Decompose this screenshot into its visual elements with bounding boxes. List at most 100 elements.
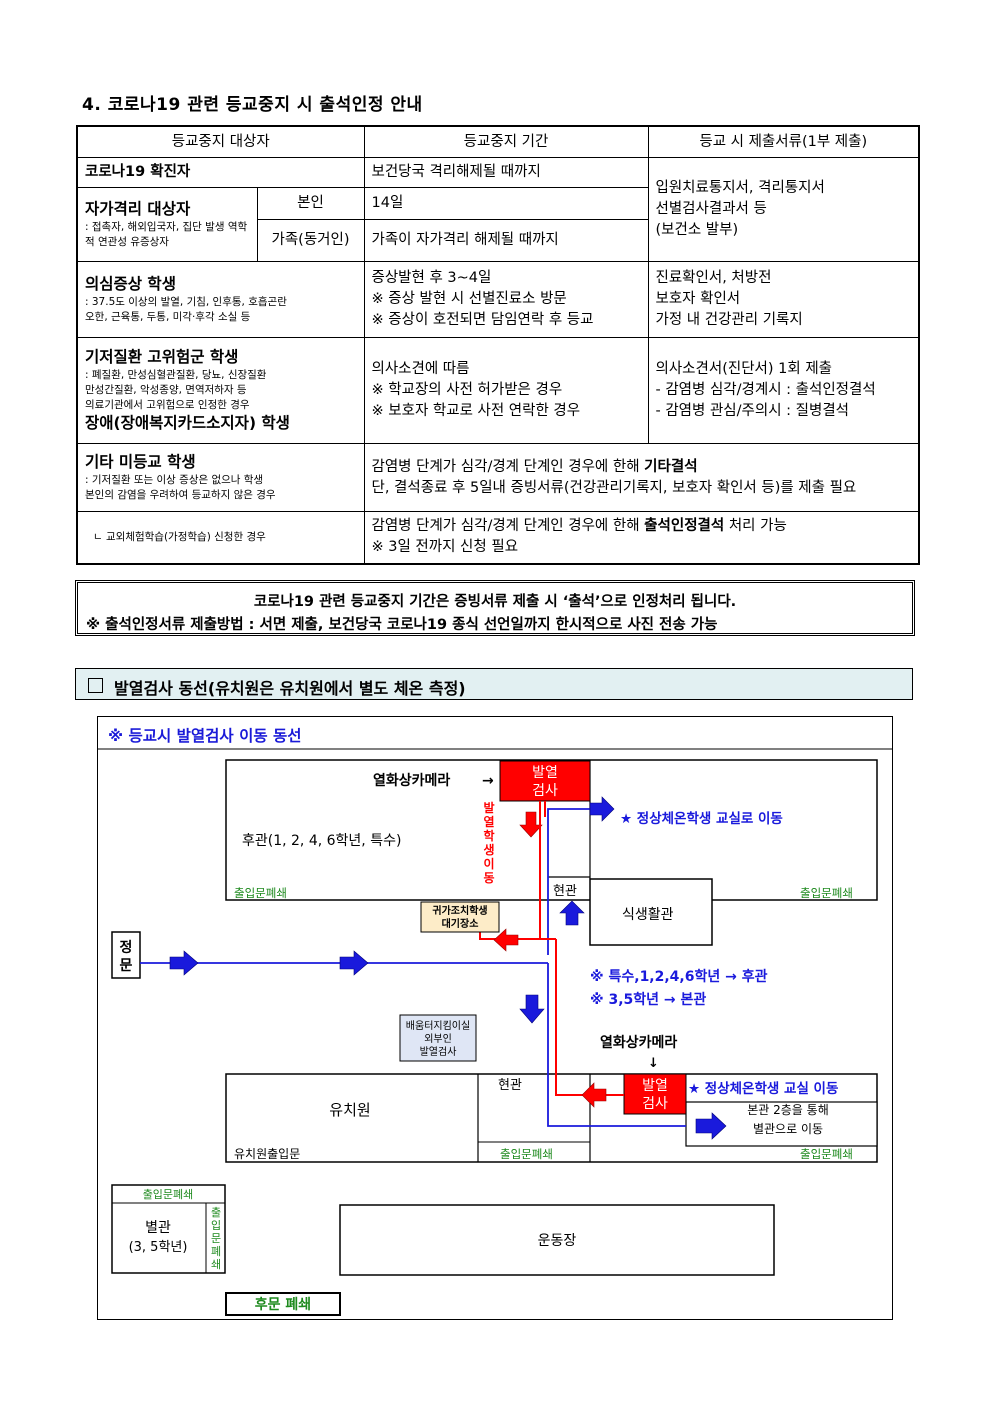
main-gate [111,931,141,979]
svg-text:동: 동 [483,871,494,885]
annex-closed-side: 출 입 문 폐 쇄 [211,1206,221,1271]
svg-text:대기장소: 대기장소 [442,917,479,930]
self-quarantine-cell: 자가격리 대상자 : 접촉자, 해외입국자, 집단 발생 역학적 연관성 유증상… [76,187,258,262]
self-period: 14일 [363,187,649,220]
svg-text:학: 학 [483,828,494,843]
covid-confirmed-period: 보건당국 격리해제될 때까지 [363,157,649,188]
svg-text:귀가조치학생: 귀가조치학생 [432,904,487,917]
notice-line1: 코로나19 관련 등교중지 기간은 증빙서류 제출 시 ‘출석’으로 인정처리 … [253,594,737,610]
fever-check-1 [499,760,591,802]
blue-arrow-down [519,994,545,1024]
self-quarantine-desc: : 접촉자, 해외입국자, 집단 발생 역학적 연관성 유증상자 [85,221,248,248]
svg-text:입: 입 [211,1219,221,1232]
group1-docs: 입원치료통지서, 격리통지서 선별검사결과서 등 (보건소 발부) [647,157,920,262]
svg-text:쇄: 쇄 [211,1258,221,1271]
svg-text:별관: 별관 [145,1220,171,1236]
main-entrance-2: 현관 [498,1078,522,1093]
cafeteria: 식생활관 [622,907,674,923]
high-risk-period: 의사소견에 따름 ※ 학교장의 사전 허가받은 경우 ※ 보호자 학교로 사전 … [363,337,649,444]
family-period: 가족이 자가격리 해제될 때까지 [363,219,649,262]
blue-arrow-up [559,900,585,926]
svg-text:외부인: 외부인 [424,1033,452,1045]
suspected-cell: 의심증상 학생 : 37.5도 이상의 발열, 기침, 인후통, 호흡곤란 오한… [76,261,365,338]
header-docs: 등교 시 제출서류(1부 제출) [647,125,920,158]
fever-check-2 [623,1073,687,1115]
kinder-entrance: 유치원출입문 [234,1147,300,1161]
high-risk-docs: 의사소견서(진단서) 1회 제출 - 감염병 심각/경계시 : 출석인정결석 -… [647,337,920,444]
section-header: 발열검사 동선(유치원은 유치원에서 별도 체온 측정) [75,668,913,700]
other-period: 감염병 단계가 심각/경계 단계인 경우에 한해 기타결석 단, 결석종료 후 … [363,443,920,512]
thermal-camera-2: 열화상카메라 [600,1034,677,1051]
svg-text:문: 문 [211,1232,221,1245]
annex [111,1184,226,1274]
red-arrow-down-1 [519,811,543,838]
outsider-check [399,1014,477,1062]
flow-map-svg: ※ 등교시 발열검사 이동 동선 식생활관 후관(1, 2, 4, 6학년, 특… [98,717,892,1316]
blue-arrow-right-2 [169,950,199,976]
notice-box: 코로나19 관련 등교중지 기간은 증빙서류 제출 시 ‘출석’으로 인정처리 … [75,580,915,636]
normal-move-2: ★ 정상체온학생 교실 이동 [688,1080,838,1097]
playground [339,1204,775,1276]
svg-text:발: 발 [483,800,494,815]
blue-arrow-right-4 [695,1112,727,1140]
entrance-closed-1: 출입문폐쇄 [234,886,287,900]
self-label: 본인 [256,187,365,220]
svg-text:본관 2층을 통해: 본관 2층을 통해 [747,1103,829,1117]
svg-text:문: 문 [120,958,133,974]
attendance-table: 등교중지 대상자 등교중지 기간 등교 시 제출서류(1부 제출) 코로나19 … [76,125,920,565]
cafeteria-box [589,878,713,946]
svg-text:발열: 발열 [532,765,558,781]
entrance-closed-3: 출입문폐쇄 [500,1147,553,1161]
suspected-docs: 진료확인서, 처방전 보호자 확인서 가정 내 건강관리 기록지 [647,261,920,338]
section-title: 발열검사 동선(유치원은 유치원에서 별도 체온 측정) [114,679,466,698]
suspected-period: 증상발현 후 3~4일 ※ 증상 발현 시 선별진료소 방문 ※ 증상이 호전되… [363,261,649,338]
svg-text:운동장: 운동장 [538,1233,577,1249]
svg-text:이: 이 [483,856,494,871]
high-risk-cell: 기저질환 고위험군 학생 : 폐질환, 만성심혈관질환, 당뇨, 신장질환 만성… [76,337,365,444]
field-trip-period: 감염병 단계가 심각/경계 단계인 경우에 한해 출석인정결석 처리 가능 ※ … [363,511,920,564]
svg-text:폐: 폐 [211,1245,221,1258]
svg-text:검사: 검사 [642,1096,668,1112]
svg-text:정: 정 [120,939,133,956]
svg-text:배움터지킴이실: 배움터지킴이실 [406,1020,470,1032]
header-period: 등교중지 기간 [363,125,649,158]
self-quarantine-label: 자가격리 대상자 [85,200,191,218]
svg-text:열: 열 [483,814,494,829]
entrance-closed-2: 출입문폐쇄 [800,886,853,900]
main-entrance-1: 현관 [553,884,577,899]
red-arrow-left-1 [493,928,519,952]
entrance-closed-4: 출입문폐쇄 [800,1147,853,1161]
svg-text:생: 생 [483,842,494,857]
route-1: ※ 특수,1,2,4,6학년 → 후관 [590,968,768,985]
blue-arrow-right-1 [589,796,615,822]
family-label: 가족(동거인) [256,219,365,262]
svg-text:발열: 발열 [642,1078,668,1094]
svg-text:발열검사: 발열검사 [420,1046,457,1058]
field-trip-cell: ㄴ 교외체험학습(가정학습) 신청한 경우 [76,511,365,564]
flow-map: ※ 등교시 발열검사 이동 동선 식생활관 후관(1, 2, 4, 6학년, 특… [97,716,893,1320]
svg-text:별관으로 이동: 별관으로 이동 [753,1122,823,1136]
svg-text:(3, 5학년): (3, 5학년) [129,1240,188,1255]
back-building-label: 후관(1, 2, 4, 6학년, 특수) [242,833,401,849]
fever-student-move: 발 열 학 생 이 동 [483,800,494,885]
blue-arrow-right-3 [339,950,369,976]
rear-gate [225,1292,341,1316]
arrow-down-glyph: ↓ [648,1056,659,1071]
header-target: 등교중지 대상자 [76,125,365,158]
annex-closed-top: 출입문폐쇄 [143,1188,194,1201]
normal-move-1: ★ 정상체온학생 교실로 이동 [620,810,783,827]
kindergarten: 유치원 [329,1101,370,1119]
back-building [225,759,878,901]
checkbox-icon [88,678,103,693]
notice-line2: ※ 출석인정서류 제출방법 : 서면 제출, 보건당국 코로나19 종식 선언일… [86,617,718,633]
waiting-room [420,901,500,933]
map-heading: ※ 등교시 발열검사 이동 동선 [108,726,302,745]
svg-text:후문 폐쇄: 후문 폐쇄 [255,1297,311,1313]
svg-text:출: 출 [211,1206,221,1219]
page-title: 4. 코로나19 관련 등교중지 시 출석인정 안내 [82,95,423,115]
covid-confirmed-label: 코로나19 확진자 [76,157,365,188]
other-cell: 기타 미등교 학생 : 기저질환 또는 이상 증상은 없으나 학생 본인의 감염… [76,443,365,512]
red-arrow-left-2 [581,1082,607,1108]
svg-text:검사: 검사 [532,783,558,799]
route-2: ※ 3,5학년 → 본관 [590,991,706,1008]
